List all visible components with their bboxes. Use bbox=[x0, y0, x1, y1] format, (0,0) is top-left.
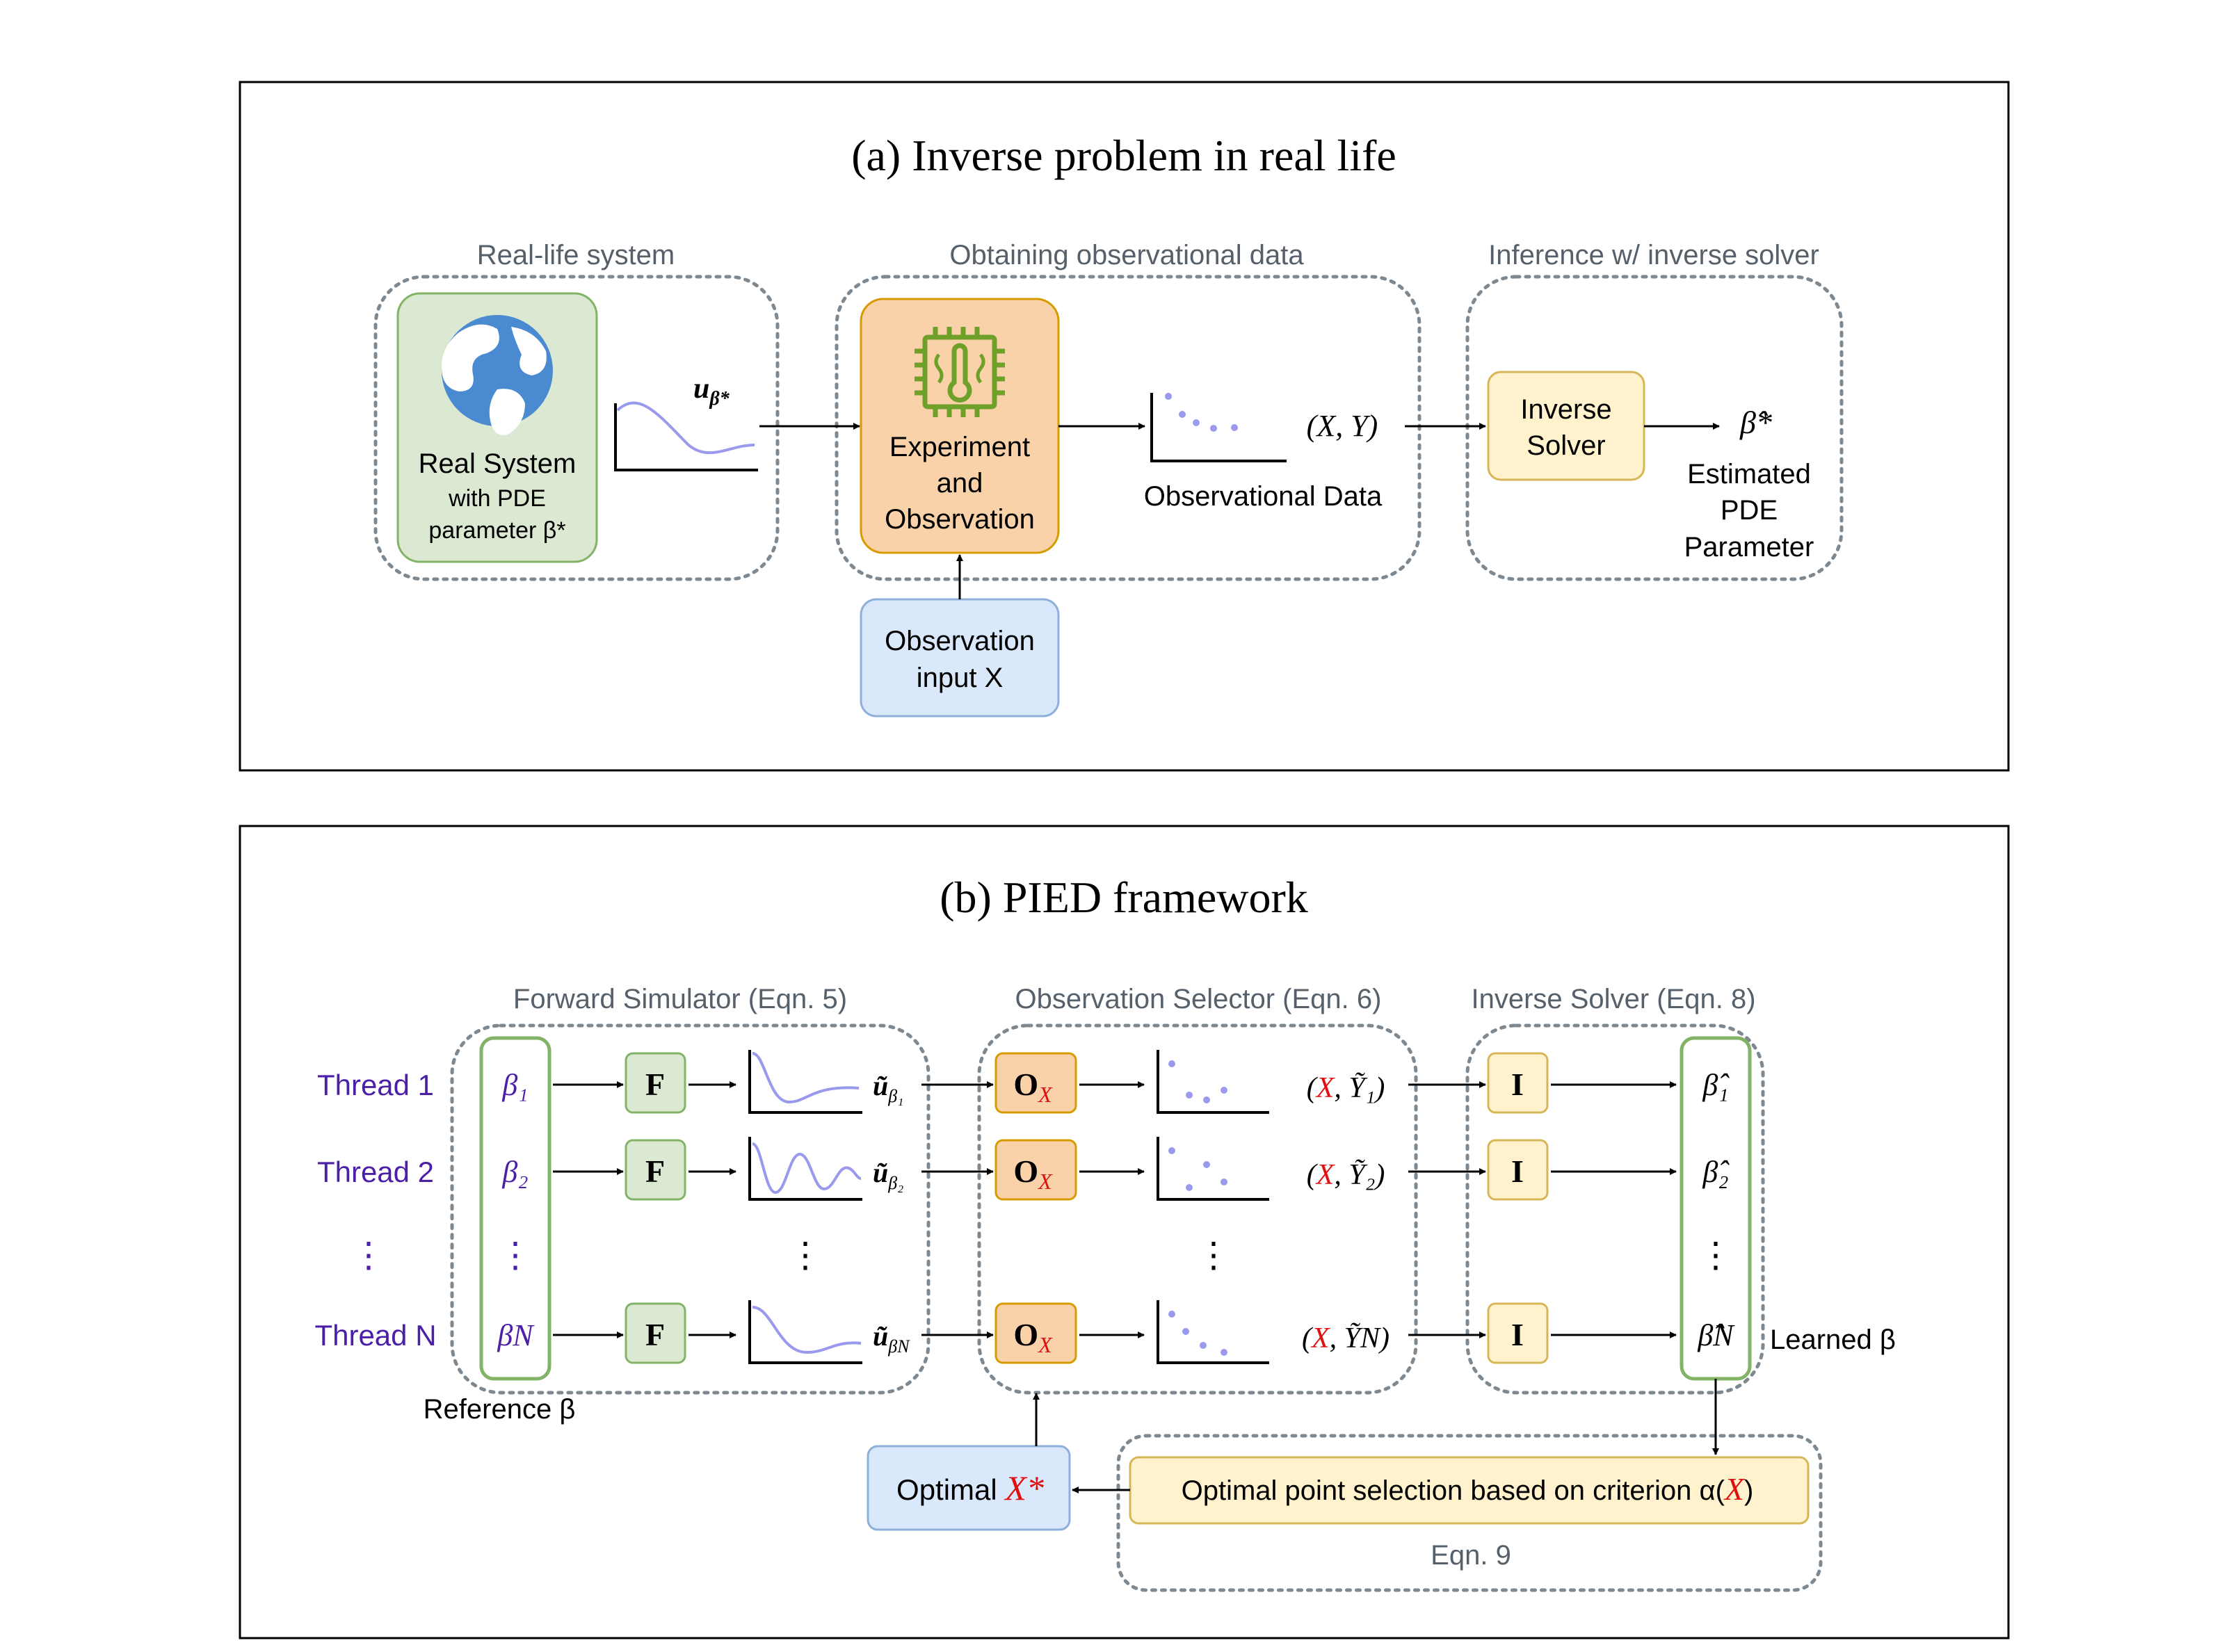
reference-beta: βN bbox=[497, 1318, 535, 1352]
selector-o-label: OX bbox=[1013, 1153, 1053, 1194]
forward-f-box bbox=[625, 1052, 686, 1114]
thread-row-1: Thread 1 β₁ F ũβ₁ OX (X, Ỹ₁) I β̂₁ bbox=[317, 1050, 1730, 1114]
thread-label: Thread 2 bbox=[317, 1156, 434, 1188]
group-forward-box bbox=[450, 1023, 931, 1395]
optimal-x-box bbox=[867, 1445, 1071, 1531]
u-tilde-label: ũβ₁ bbox=[873, 1070, 903, 1106]
real-system-line3: parameter β* bbox=[428, 517, 565, 544]
simulated-curve bbox=[752, 1142, 862, 1195]
observational-data-label: Observational Data bbox=[1144, 481, 1383, 512]
selector-o-box bbox=[994, 1052, 1077, 1114]
forward-f-box bbox=[625, 1302, 686, 1364]
group-real-life-label: Real-life system bbox=[477, 240, 675, 270]
learned-beta-hat: β̂N bbox=[1697, 1318, 1735, 1352]
criterion-group-box bbox=[1116, 1434, 1823, 1592]
forward-f-label: F bbox=[645, 1317, 665, 1352]
forward-f-label: F bbox=[645, 1153, 665, 1189]
group-inverse-box bbox=[1465, 1023, 1765, 1395]
estimated-line3: Parameter bbox=[1684, 532, 1814, 562]
selector-o-box bbox=[994, 1139, 1077, 1201]
observation-input-line2: input X bbox=[917, 663, 1004, 693]
experiment-line2: and bbox=[937, 468, 983, 499]
inverse-i-label: I bbox=[1511, 1317, 1524, 1352]
real-system-title: Real System bbox=[419, 448, 577, 479]
learned-beta-hat: β̂₁ bbox=[1702, 1068, 1730, 1102]
thread-row-n: Thread N βN F ũβN OX (X, ỸN) I β̂N bbox=[314, 1300, 1735, 1364]
group-selector-label: Observation Selector (Eqn. 6) bbox=[1015, 984, 1382, 1014]
u-tilde-label: ũβN bbox=[873, 1320, 910, 1357]
forward-f-box bbox=[625, 1139, 686, 1201]
reference-beta-label: Reference β bbox=[424, 1394, 576, 1425]
real-system-line2: with PDE bbox=[448, 485, 546, 512]
inverse-solver-line2: Solver bbox=[1527, 430, 1605, 461]
pair-label: (X, Ỹ₂) bbox=[1307, 1159, 1385, 1191]
observation-input-box bbox=[860, 598, 1060, 718]
inverse-solver-box bbox=[1487, 371, 1645, 481]
inverse-i-box bbox=[1487, 1139, 1549, 1201]
selector-o-label: OX bbox=[1013, 1317, 1053, 1357]
panel-a-title: (a) Inverse problem in real life bbox=[851, 131, 1396, 180]
experiment-line1: Experiment bbox=[889, 432, 1030, 462]
inverse-i-label: I bbox=[1511, 1067, 1524, 1102]
selector-o-label: OX bbox=[1013, 1067, 1053, 1107]
eqn9-label: Eqn. 9 bbox=[1431, 1540, 1511, 1571]
group-inference-box bbox=[1465, 275, 1844, 581]
thread-row-2: Thread 2 β₂ F ũβ₂ OX (X, Ỹ₂) I β̂₂ bbox=[317, 1137, 1730, 1201]
inverse-i-box bbox=[1487, 1302, 1549, 1364]
observational-data-plot bbox=[1150, 393, 1287, 462]
chip-thermometer-icon bbox=[915, 327, 1005, 417]
simulated-curve bbox=[752, 1052, 860, 1104]
observation-input-line1: Observation bbox=[885, 626, 1035, 656]
globe-icon bbox=[442, 315, 553, 435]
u-tilde-label: ũβ₂ bbox=[873, 1157, 903, 1193]
forward-f-label: F bbox=[645, 1067, 665, 1102]
pair-label: (X, ỸN) bbox=[1302, 1322, 1390, 1354]
group-forward-label: Forward Simulator (Eqn. 5) bbox=[513, 984, 847, 1014]
group-inverse-label: Inverse Solver (Eqn. 8) bbox=[1471, 984, 1755, 1014]
curve-dots: ⋮ bbox=[788, 1236, 823, 1274]
thread-label: Thread N bbox=[314, 1319, 436, 1352]
ellipsis-row: ⋮ ⋮ ⋮ ⋮ ⋮ bbox=[351, 1236, 1733, 1274]
group-obtaining-data-box bbox=[835, 275, 1421, 581]
criterion-label: Optimal point selection based on criteri… bbox=[1182, 1471, 1754, 1507]
xy-pair-label: (X, Y) bbox=[1307, 409, 1378, 443]
beta-hat-dots: ⋮ bbox=[1698, 1236, 1733, 1274]
thread-dots: ⋮ bbox=[351, 1236, 386, 1274]
reference-beta: β₂ bbox=[501, 1155, 528, 1189]
u-beta-star-plot bbox=[614, 401, 758, 471]
thread-label: Thread 1 bbox=[317, 1069, 434, 1101]
group-inference-label: Inference w/ inverse solver bbox=[1488, 240, 1819, 270]
simulated-curve bbox=[752, 1306, 862, 1354]
optimal-x-label: Optimal X* bbox=[896, 1468, 1044, 1507]
inverse-i-box bbox=[1487, 1052, 1549, 1114]
panel-a-frame bbox=[239, 81, 2010, 772]
group-selector-box bbox=[977, 1023, 1418, 1395]
estimated-line2: PDE bbox=[1721, 495, 1778, 526]
panel-b-title: (b) PIED framework bbox=[940, 873, 1308, 922]
data-dots: ⋮ bbox=[1196, 1236, 1231, 1274]
experiment-line3: Observation bbox=[885, 504, 1035, 535]
estimated-line1: Estimated bbox=[1687, 459, 1811, 489]
beta-dots: ⋮ bbox=[498, 1236, 533, 1274]
beta-hat-star: β̂* bbox=[1739, 405, 1772, 440]
inverse-i-label: I bbox=[1511, 1153, 1524, 1189]
inverse-solver-line1: Inverse bbox=[1520, 394, 1611, 425]
learned-beta-label: Learned β bbox=[1770, 1325, 1896, 1355]
learned-beta-hat: β̂₂ bbox=[1702, 1155, 1730, 1189]
u-beta-star-label: uβ* bbox=[693, 373, 730, 410]
selector-o-box bbox=[994, 1302, 1077, 1364]
reference-beta-column bbox=[479, 1036, 551, 1381]
group-obtaining-data-label: Obtaining observational data bbox=[949, 240, 1304, 270]
panel-b-frame bbox=[239, 825, 2010, 1639]
reference-beta: β₁ bbox=[501, 1068, 528, 1102]
pair-label: (X, Ỹ₁) bbox=[1307, 1072, 1385, 1104]
